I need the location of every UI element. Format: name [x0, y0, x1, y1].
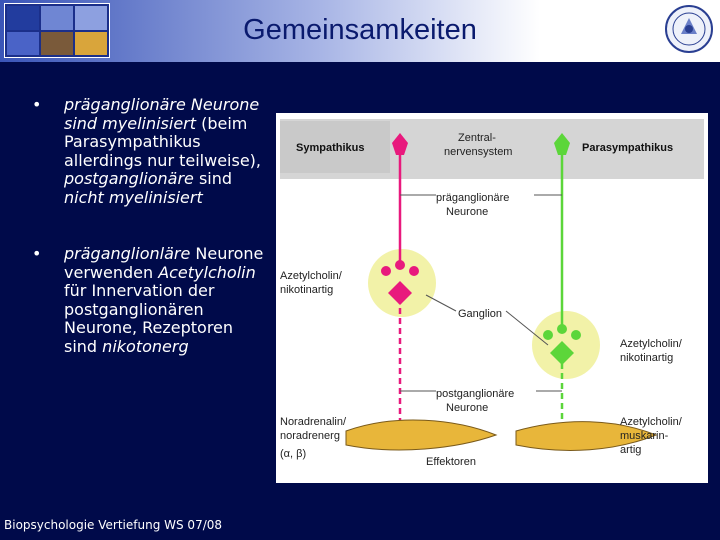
- label-pre-1: präganglionäre: [436, 192, 509, 204]
- label-effektoren: Effektoren: [426, 456, 476, 468]
- label-azetyl-musk-1: Azetylcholin/: [620, 416, 683, 428]
- label-ganglion: Ganglion: [458, 308, 502, 320]
- bullet-text: präganglionläre: [64, 244, 191, 263]
- slide-title: Gemeinsamkeiten: [243, 14, 477, 46]
- sympathetic-cns-neuron: [392, 133, 408, 155]
- slide-header: Gemeinsamkeiten: [0, 0, 720, 62]
- bullet-text: nikotonerg: [102, 336, 189, 356]
- sympathetic-effector: [345, 419, 498, 451]
- sympathetic-ganglion-neuron: [388, 281, 412, 305]
- label-azetyl-left-1: Azetylcholin/: [280, 270, 343, 282]
- bullet-item: • präganglionläre Neurone verwenden Acety…: [30, 244, 268, 356]
- label-post-2: Neurone: [446, 402, 488, 414]
- bullet-text: für Innervation der postganglionären Neu…: [64, 281, 234, 356]
- sympathikus-box: [280, 121, 390, 173]
- label-azetyl-musk-3: artig: [620, 444, 641, 456]
- bullet-item: • präganglionäre Neurone sind myelinisier…: [30, 95, 268, 207]
- bullet-text: sind: [193, 169, 233, 188]
- label-azetyl-musk-2: muskarin-: [620, 430, 669, 442]
- bullet-text: präganglionäre Neurone sind: [64, 95, 260, 133]
- label-noradr-2: noradrenerg: [280, 430, 340, 442]
- label-zns-1: Zentral-: [458, 132, 496, 144]
- university-photo-logo: [4, 3, 110, 58]
- bullet-marker: •: [32, 244, 42, 263]
- bullet-text: postganglionäre: [64, 169, 194, 188]
- label-azetyl-right-1: Azetylcholin/: [620, 338, 683, 350]
- label-parasympathikus: Parasympathikus: [582, 142, 673, 154]
- label-noradr-3: (α, β): [280, 448, 306, 460]
- bullet-text: (beim Parasympathikus allerdings nur tei…: [64, 113, 261, 170]
- label-post-1: postganglionäre: [436, 388, 514, 400]
- parasympathetic-effector: [515, 421, 658, 451]
- parasympathetic-cns-neuron: [554, 133, 570, 155]
- bullet-text: myelinisiert: [102, 113, 197, 133]
- bullet-list: • präganglionäre Neurone sind myelinisier…: [30, 95, 268, 394]
- bullet-marker: •: [32, 95, 42, 114]
- parasympathetic-ganglion-neuron: [550, 341, 574, 365]
- label-azetyl-left-2: nikotinartig: [280, 284, 333, 296]
- label-zns-2: nervensystem: [444, 146, 512, 158]
- bullet-text: nicht myelinisiert: [64, 187, 203, 207]
- label-noradr-1: Noradrenalin/: [280, 416, 347, 428]
- label-sympathikus: Sympathikus: [296, 142, 364, 154]
- university-seal-icon: [665, 5, 713, 53]
- label-pre-2: Neurone: [446, 206, 488, 218]
- bullet-text: Neurone verwenden: [64, 244, 264, 282]
- autonomic-nervous-system-diagram: Sympathikus Parasympathikus Zentral- ner…: [276, 113, 708, 483]
- label-azetyl-right-2: nikotinartig: [620, 352, 673, 364]
- slide-footer: Biopsychologie Vertiefung WS 07/08: [4, 518, 223, 532]
- bullet-text: Acetylcholin: [158, 262, 256, 282]
